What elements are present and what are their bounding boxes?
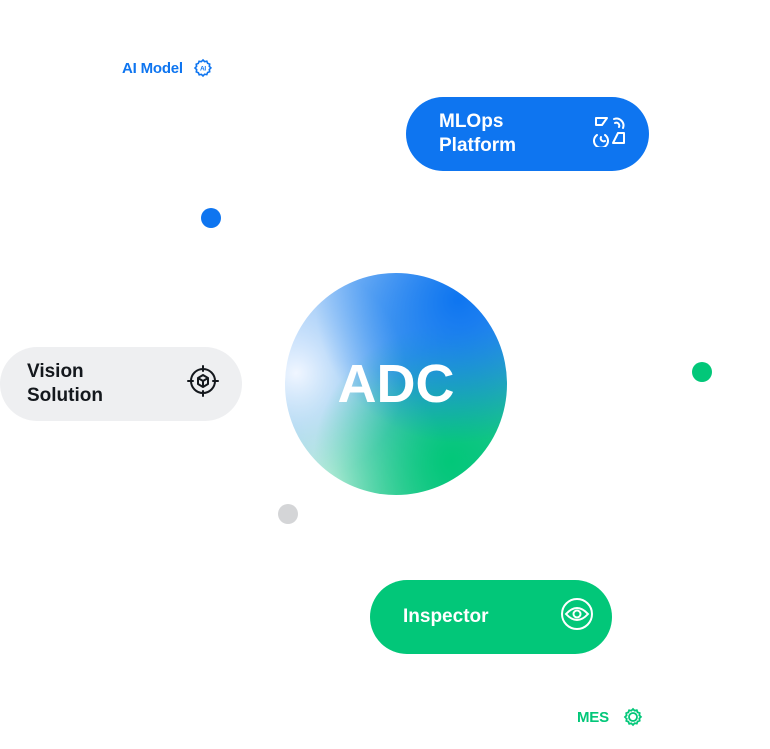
inspector-node[interactable]: Inspector [370,580,612,654]
green-dot [692,362,712,382]
target-cube-icon [186,364,220,405]
mes-node[interactable]: MES [577,707,643,727]
ai-model-label: AI Model [122,59,183,77]
mlops-platform-label: MLOps Platform [439,111,517,156]
svg-text:AI: AI [200,66,206,73]
mes-label: MES [577,708,609,726]
vision-solution-node[interactable]: Vision Solution [0,347,242,421]
gray-dot [278,504,298,524]
adc-title: ADC [337,354,455,414]
ai-chip-gear-icon: AI [193,58,213,78]
blue-dot [201,208,221,228]
ai-model-node[interactable]: AI Model AI [122,58,213,78]
mlops-shapes-icon [593,115,627,154]
vision-solution-label: Vision Solution [27,361,103,406]
adc-core-circle: ADC [285,273,507,495]
eye-icon [560,597,594,638]
inspector-label: Inspector [403,606,489,627]
mlops-platform-node[interactable]: MLOps Platform [406,97,649,171]
gear-icon [623,707,643,727]
